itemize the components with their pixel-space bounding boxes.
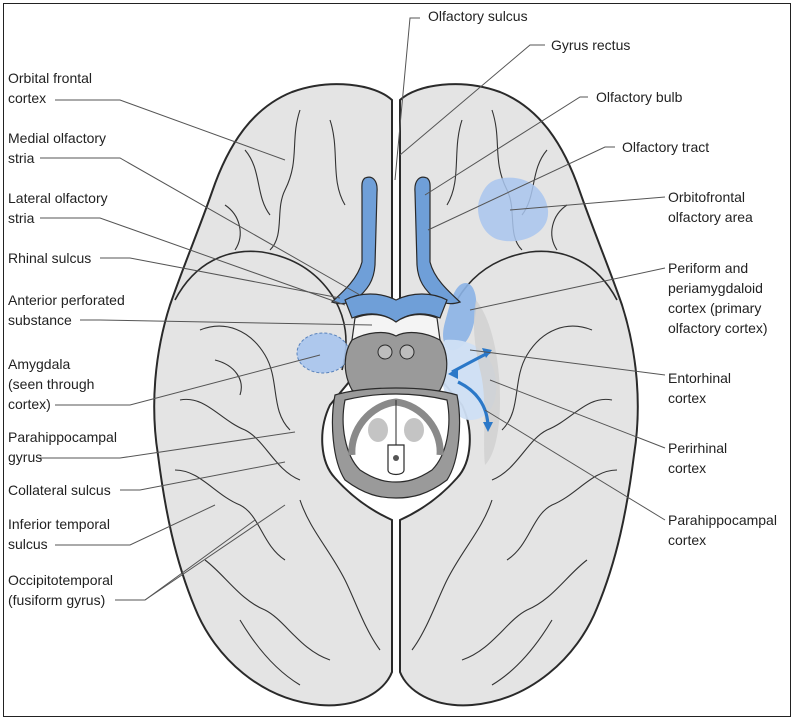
leader-lateral-stria bbox=[40, 217, 346, 306]
leader-perirhinal bbox=[489, 379, 666, 449]
label-olfactory-sulcus: Olfactory sulcus bbox=[428, 8, 528, 24]
leader-parahippocampal-gyrus bbox=[40, 431, 296, 459]
label-entorhinal-cortex: Entorhinal cortex bbox=[668, 370, 732, 406]
leader-entorhinal bbox=[469, 349, 666, 376]
periform-cortex-region bbox=[443, 282, 477, 351]
label-amygdala: Amygdala (seen through cortex) bbox=[8, 356, 95, 412]
leader-anterior-perforated bbox=[80, 319, 373, 326]
label-gyrus-rectus: Gyrus rectus bbox=[551, 37, 631, 53]
leader-medial-stria bbox=[40, 157, 361, 296]
label-orbital-frontal-cortex: Orbital frontal cortex bbox=[8, 70, 93, 106]
figure-border bbox=[3, 3, 791, 717]
leader-occipitotemporal-2 bbox=[144, 504, 286, 601]
hypothalamus-region bbox=[344, 331, 448, 397]
leader-gyrus-rectus bbox=[399, 44, 545, 156]
leader-olfactory-sulcus bbox=[394, 17, 420, 181]
leader-amygdala bbox=[55, 354, 321, 406]
label-periform-cortex: Periform and periamygdaloid cortex (prim… bbox=[668, 260, 768, 336]
label-inferior-temporal-sulcus: Inferior temporal sulcus bbox=[8, 516, 110, 552]
leader-periform bbox=[469, 267, 666, 311]
leader-orbitofrontal bbox=[509, 196, 666, 211]
label-olfactory-tract: Olfactory tract bbox=[622, 139, 710, 155]
mammillary-body-left bbox=[377, 344, 393, 360]
perirhinal-shadow bbox=[473, 300, 500, 465]
label-rhinal-sulcus: Rhinal sulcus bbox=[8, 250, 92, 266]
amygdala-region bbox=[296, 332, 350, 374]
leader-lines bbox=[40, 17, 666, 601]
cerebral-aqueduct bbox=[393, 455, 399, 461]
arrowhead-2 bbox=[448, 368, 458, 379]
label-parahippocampal-cortex: Parahippocampal cortex bbox=[668, 512, 777, 548]
label-occipitotemporal: Occipitotemporal (fusiform gyrus) bbox=[8, 572, 114, 608]
olfactory-bulbs-tracts bbox=[330, 176, 462, 323]
midbrain-structures bbox=[331, 313, 461, 499]
label-parahippocampal-gyrus: Parahippocampal gyrus bbox=[8, 429, 117, 465]
leader-collateral bbox=[120, 461, 286, 491]
leader-rhinal-sulcus bbox=[100, 257, 341, 299]
arrowhead-3 bbox=[483, 422, 493, 432]
label-lateral-olfactory-stria: Lateral olfactory stria bbox=[8, 190, 108, 226]
label-olfactory-bulb: Olfactory bulb bbox=[596, 89, 683, 105]
label-collateral-sulcus: Collateral sulcus bbox=[8, 482, 111, 498]
label-perirhinal-cortex: Perirhinal cortex bbox=[668, 440, 728, 476]
arrowhead-1 bbox=[482, 348, 492, 358]
label-medial-olfactory-stria: Medial olfactory stria bbox=[8, 130, 107, 166]
leader-olfactory-bulb bbox=[424, 96, 588, 196]
leader-parahippocampal-cortex bbox=[484, 409, 666, 521]
right-temporal-lobe bbox=[456, 250, 618, 301]
red-nucleus-left bbox=[368, 418, 388, 442]
leader-olfactory-tract bbox=[427, 146, 615, 231]
leader-inferior-temporal bbox=[55, 504, 216, 546]
leader-orbital-frontal bbox=[55, 99, 286, 161]
label-anterior-perforated-substance: Anterior perforated substance bbox=[8, 292, 125, 328]
left-temporal-lobe bbox=[174, 250, 347, 371]
mammillary-body-right bbox=[399, 344, 415, 360]
right-olfactory-bulb-tract bbox=[414, 176, 462, 305]
red-nucleus-right bbox=[404, 418, 424, 442]
label-orbitofrontal-olfactory-area: Orbitofrontal olfactory area bbox=[668, 189, 753, 225]
connection-arrows bbox=[448, 348, 493, 432]
right-hemisphere bbox=[399, 83, 639, 707]
